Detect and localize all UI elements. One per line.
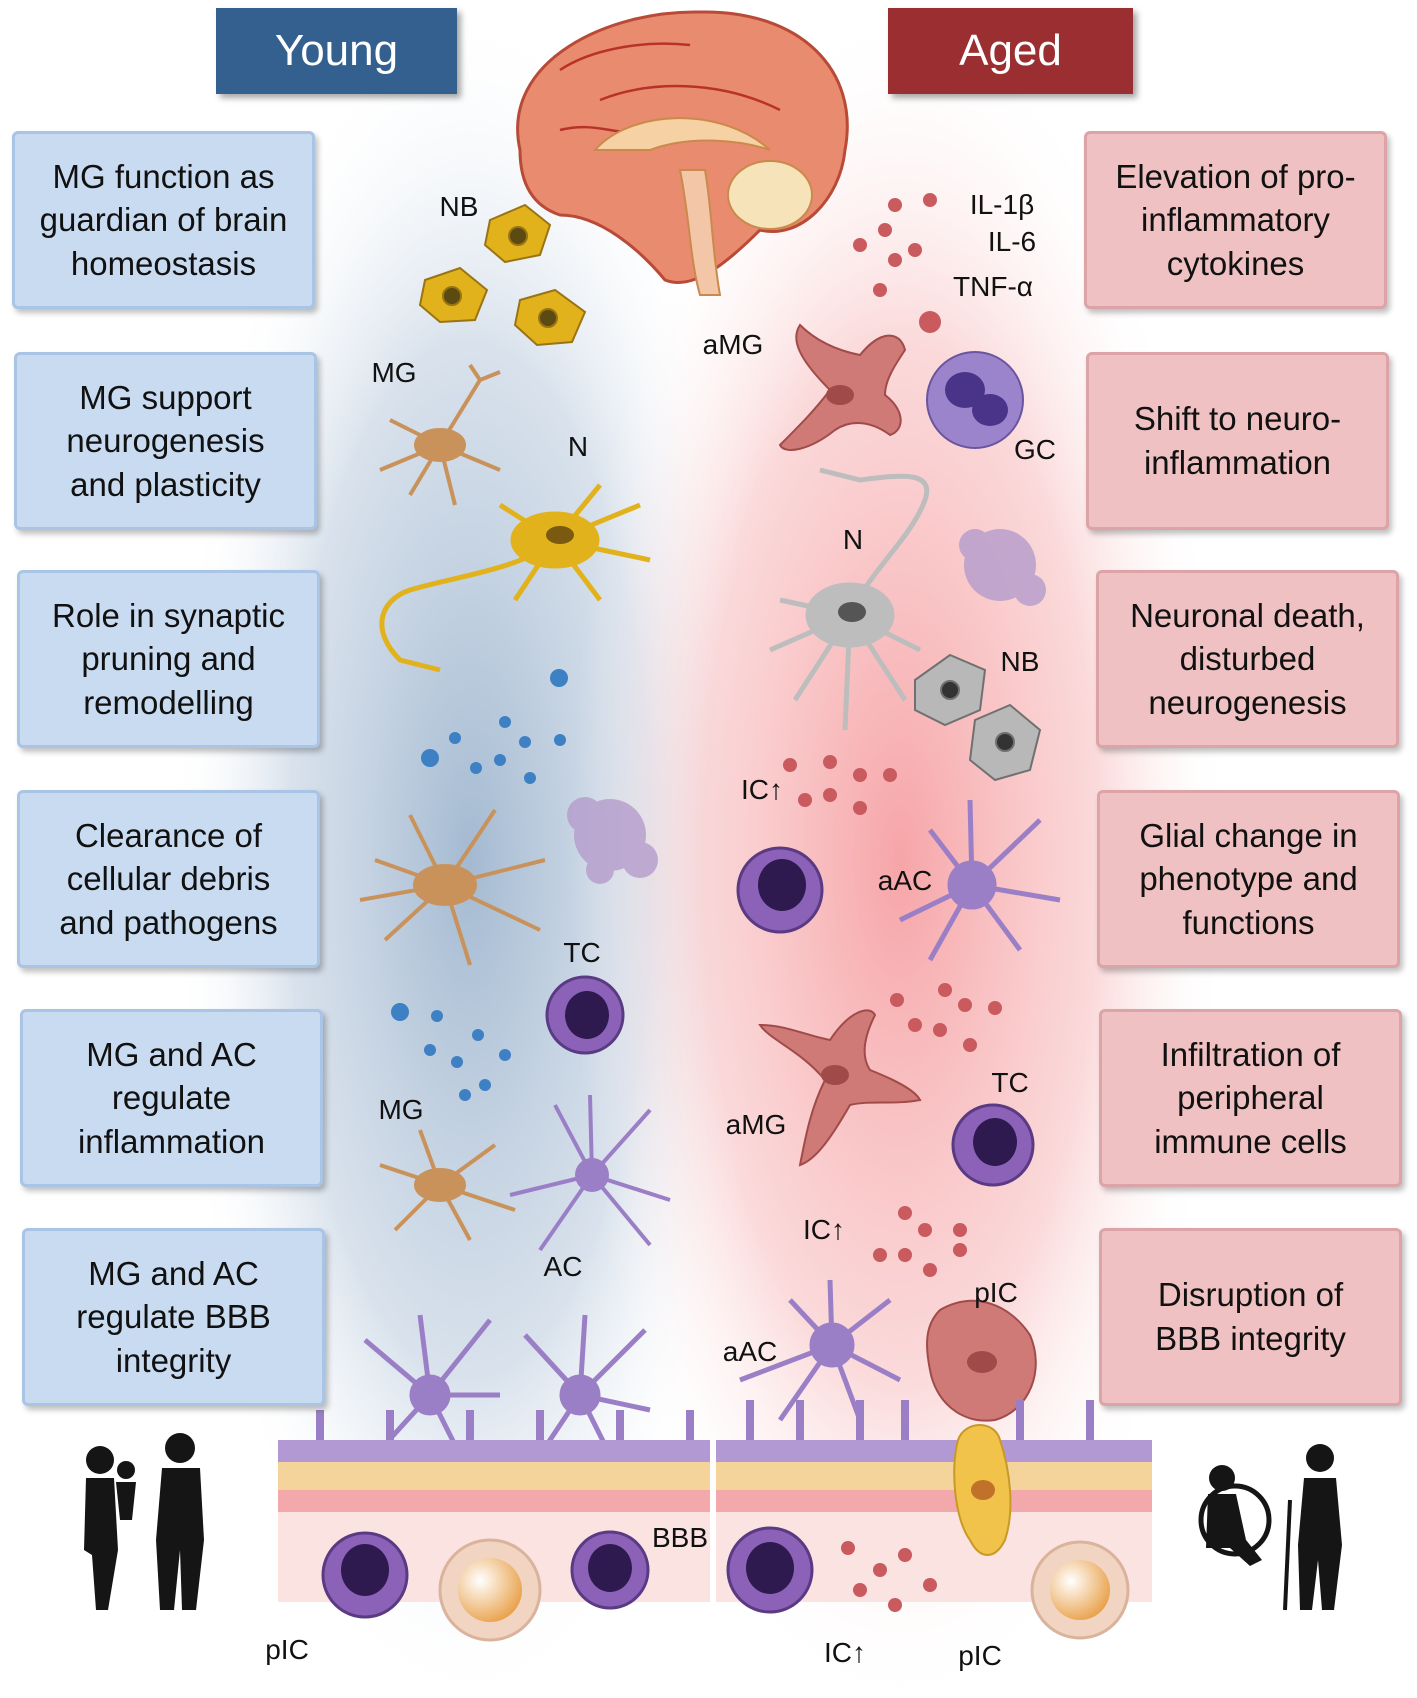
label-mg-young-1: MG xyxy=(371,357,417,388)
young-header: Young xyxy=(216,8,457,94)
label-aac-1: aAC xyxy=(877,865,933,896)
cytokines-young-1 xyxy=(421,669,568,784)
aged-header: Aged xyxy=(888,8,1133,94)
family-silhouette-icon xyxy=(84,1433,204,1610)
label-gc: GC xyxy=(1014,434,1056,465)
label-il6: IL-6 xyxy=(987,226,1037,257)
cytokines-aged-5 xyxy=(841,1541,937,1612)
label-tc-aged: TC xyxy=(991,1067,1029,1098)
cellular-debris-aged xyxy=(959,529,1046,606)
label-amg-2: aMG xyxy=(725,1109,787,1140)
young-box-clearance: Clearance of cellular debris and pathoge… xyxy=(17,790,320,968)
microglia-cell-young-1 xyxy=(379,363,501,506)
elderly-silhouette-icon xyxy=(1198,1444,1342,1611)
cytokines-young-2 xyxy=(391,1003,511,1101)
label-tnfa: TNF-α xyxy=(953,271,1033,302)
neuron-cell-aged xyxy=(768,467,930,731)
label-n-young: N xyxy=(567,431,589,462)
cytokines-aged-2 xyxy=(783,755,897,815)
young-box-synaptic: Role in synaptic pruning and remodelling xyxy=(17,570,320,748)
peripheral-immune-cell-young-2 xyxy=(570,1530,650,1610)
young-box-neurogenesis: MG support neurogenesis and plasticity xyxy=(14,352,317,530)
t-cell-young xyxy=(545,975,625,1055)
label-mg-young-2: MG xyxy=(378,1094,424,1125)
young-box-bbb: MG and AC regulate BBB integrity xyxy=(22,1228,325,1406)
transmigrating-cell-aged xyxy=(953,1424,1012,1556)
label-ac-young: AC xyxy=(543,1251,583,1282)
cytokines-aged-4 xyxy=(873,1206,967,1277)
peripheral-immune-cell-young-1 xyxy=(321,1531,409,1619)
label-pic-aged-1: pIC xyxy=(974,1277,1018,1308)
cytokines-aged-3 xyxy=(890,983,1002,1052)
label-nb-aged: NB xyxy=(1000,646,1040,677)
aged-box-neuroinflammation: Shift to neuro- inflammation xyxy=(1086,352,1389,530)
label-ic-up-1: IC↑ xyxy=(741,774,783,805)
activated-microglia-aged-1 xyxy=(778,323,907,451)
neuron-cell-young xyxy=(379,483,651,673)
aged-box-neuronal-death: Neuronal death, disturbed neurogenesis xyxy=(1096,570,1399,748)
cellular-debris-young xyxy=(567,797,658,884)
aged-box-glial-change: Glial change in phenotype and functions xyxy=(1097,790,1400,968)
label-pic-aged-2: pIC xyxy=(958,1640,1002,1671)
red-blood-cell-young xyxy=(438,1538,542,1642)
astrocyte-cell-young xyxy=(509,1094,671,1252)
aged-box-cytokines: Elevation of pro- inflammatory cytokines xyxy=(1084,131,1387,309)
label-pic-young: pIC xyxy=(265,1634,309,1665)
label-amg-1: aMG xyxy=(702,329,764,360)
t-cell-aged-2 xyxy=(951,1103,1035,1187)
aged-box-infiltration: Infiltration of peripheral immune cells xyxy=(1099,1009,1402,1187)
t-cell-aged-1 xyxy=(736,846,824,934)
activated-astrocyte-aged-2 xyxy=(739,1279,902,1422)
activated-astrocyte-aged-1 xyxy=(898,799,1061,962)
label-ic-up-2: IC↑ xyxy=(803,1214,845,1245)
label-nb-young: NB xyxy=(439,191,479,222)
label-il1b: IL-1β xyxy=(969,189,1035,220)
neuroblast-cells-young xyxy=(418,203,587,347)
label-aac-2: aAC xyxy=(722,1336,778,1367)
activated-microglia-aged-2 xyxy=(758,1009,922,1167)
red-blood-cell-aged xyxy=(1030,1540,1130,1640)
brain-icon xyxy=(516,10,849,296)
young-box-homeostasis: MG function as guardian of brain homeost… xyxy=(12,131,315,309)
label-bbb: BBB xyxy=(651,1522,709,1553)
bbb-astrocytes-young xyxy=(363,1314,651,1457)
young-box-inflammation: MG and AC regulate inflammation xyxy=(20,1009,323,1187)
aged-box-bbb-disruption: Disruption of BBB integrity xyxy=(1099,1228,1402,1406)
neuroblast-cells-aged xyxy=(914,653,1042,782)
granulocyte-aged xyxy=(926,351,1024,449)
microglia-cell-young-3 xyxy=(379,1129,516,1241)
peripheral-immune-cell-aged xyxy=(726,1526,814,1614)
peripheral-cell-aged xyxy=(926,1300,1037,1422)
aged-background-glow xyxy=(570,0,1230,1698)
cytokines-aged-1 xyxy=(853,193,941,333)
label-n-aged: N xyxy=(842,524,864,555)
microglia-cell-young-2 xyxy=(359,808,546,966)
label-ic-up-3: IC↑ xyxy=(824,1637,866,1668)
label-tc-young: TC xyxy=(563,937,601,968)
